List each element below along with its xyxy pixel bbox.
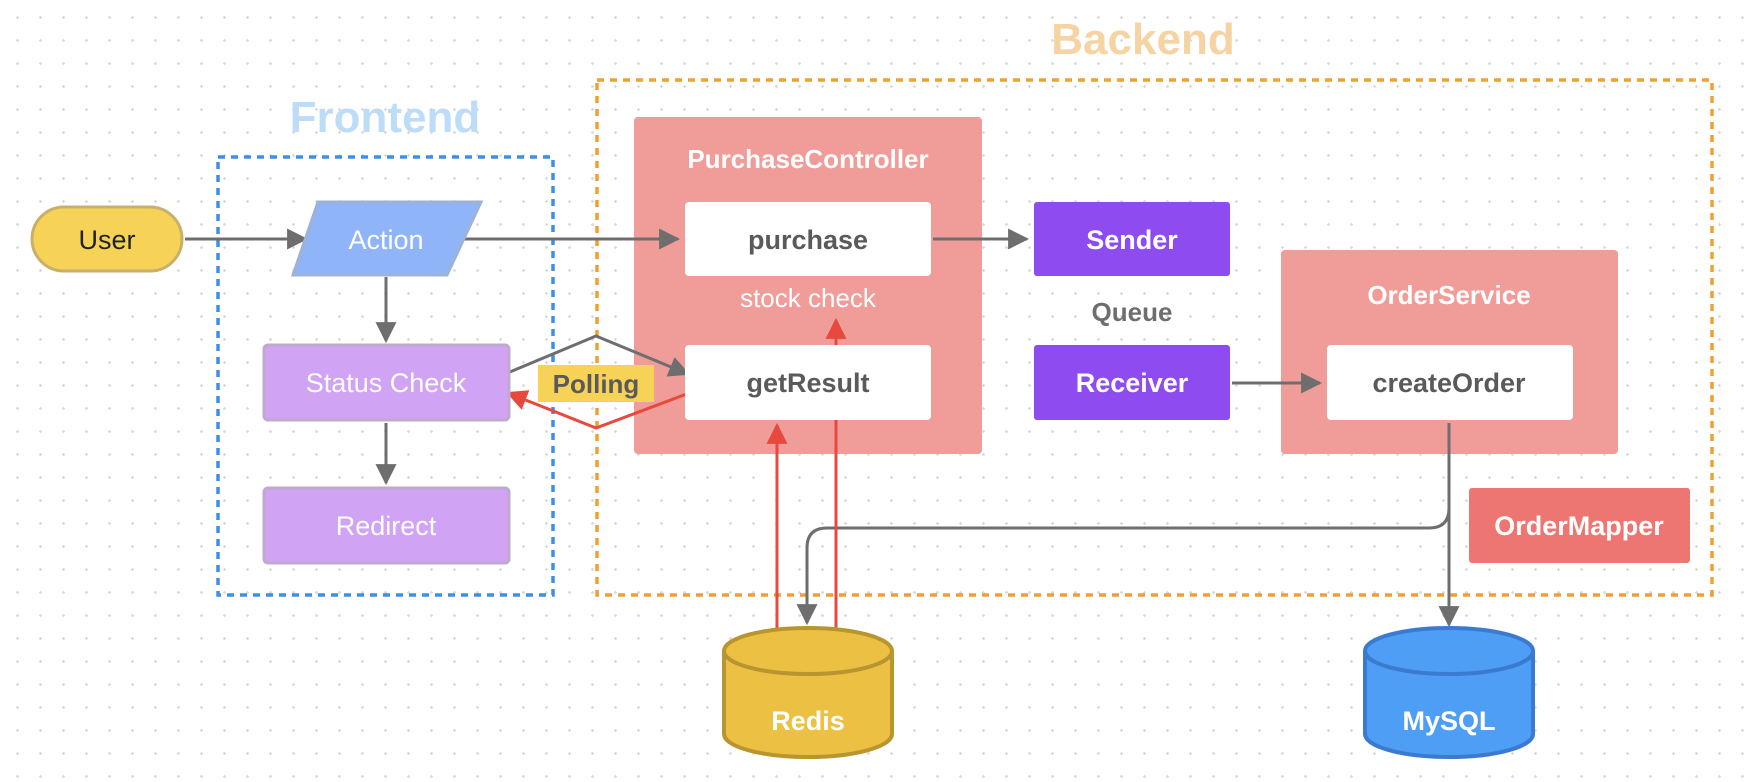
mysql-node[interactable]	[1363, 626, 1535, 759]
polling-badge	[538, 365, 654, 402]
purchase-controller-title: PurchaseController	[687, 144, 928, 174]
order-service-title: OrderService	[1367, 280, 1530, 310]
backend-group	[595, 78, 1714, 597]
create-order-node[interactable]	[1327, 345, 1573, 420]
redis-node[interactable]	[722, 626, 894, 759]
order-mapper-label: OrderMapper	[1494, 511, 1664, 541]
get-result-node[interactable]	[685, 345, 931, 420]
stock-check-label: stock check	[740, 283, 877, 313]
receiver-label: Receiver	[1076, 368, 1189, 398]
frontend-group	[216, 155, 555, 597]
queue-label: Queue	[1092, 297, 1173, 327]
purchase-label: purchase	[748, 225, 868, 255]
action-label: Action	[348, 225, 423, 255]
redirect-label: Redirect	[336, 511, 437, 541]
sender-label: Sender	[1086, 225, 1178, 255]
status-check-label: Status Check	[306, 368, 467, 398]
mysql-label: MySQL	[1402, 706, 1495, 736]
create-order-label: createOrder	[1372, 368, 1526, 398]
user-node[interactable]	[30, 205, 184, 273]
redirect-node[interactable]	[262, 486, 511, 565]
receiver-node[interactable]	[1034, 345, 1230, 420]
redis-label: Redis	[771, 706, 845, 736]
backend-title: Backend	[1051, 15, 1234, 64]
purchase-node[interactable]	[685, 202, 931, 276]
arrow-createorder-redis	[796, 423, 1451, 626]
order-mapper-node[interactable]	[1469, 488, 1690, 563]
frontend-title: Frontend	[290, 93, 481, 142]
arrow-polling-request	[504, 334, 690, 377]
action-node[interactable]	[290, 200, 484, 277]
status-check-node[interactable]	[262, 343, 511, 422]
arrow-polling-response	[506, 390, 693, 430]
polling-label: Polling	[553, 369, 640, 399]
sender-node[interactable]	[1034, 202, 1230, 276]
get-result-label: getResult	[746, 368, 869, 398]
user-label: User	[78, 225, 135, 255]
